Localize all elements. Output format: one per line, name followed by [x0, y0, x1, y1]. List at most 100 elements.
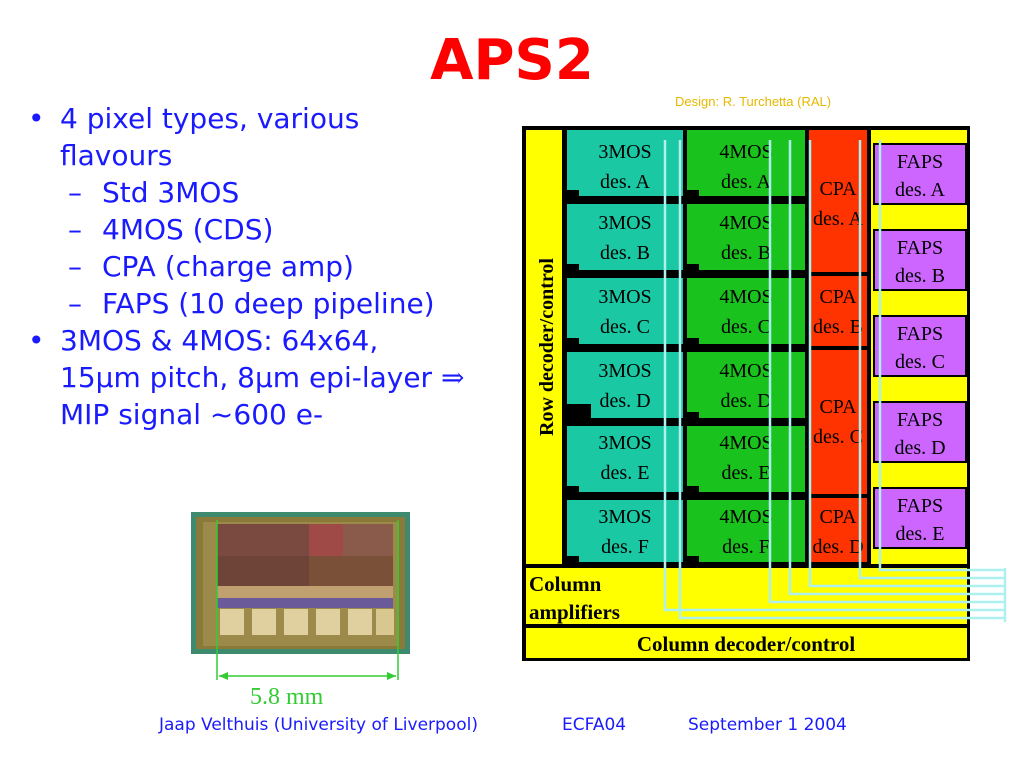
- bullet-dot: •: [28, 324, 45, 357]
- mos3-cell-f: [567, 500, 683, 562]
- mos3-b-l1: 3MOS: [598, 212, 651, 234]
- sub-bullet-dash: –: [68, 213, 82, 246]
- faps-d-l2: des. D: [894, 437, 945, 459]
- mos3-f-l1: 3MOS: [598, 506, 651, 528]
- faps-e-l2: des. E: [896, 523, 945, 545]
- faps-b-l2: des. B: [895, 265, 945, 287]
- mos3-cell-c: [567, 278, 683, 344]
- mos4-f-l2: des. F: [722, 536, 770, 558]
- mos3-c-l1: 3MOS: [598, 286, 651, 308]
- mos3-d-l1: 3MOS: [598, 360, 651, 382]
- sub-bullet-text: 4MOS (CDS): [102, 213, 274, 246]
- sub-bullet: – FAPS (10 deep pipeline): [26, 285, 526, 322]
- sub-bullet: – Std 3MOS: [26, 174, 526, 211]
- mos4-cell-f: [687, 500, 805, 562]
- mos4-column: 4MOS des. A 4MOS des. B 4MOS des. C 4MOS…: [687, 130, 805, 562]
- mos3-c-l2: des. C: [600, 316, 650, 338]
- sub-bullet: – CPA (charge amp): [26, 248, 526, 285]
- mos3-b-l2: des. B: [600, 242, 650, 264]
- footer-conference: ECFA04: [562, 715, 627, 735]
- row-decoder-block: [526, 130, 562, 564]
- sub-bullet-text: FAPS (10 deep pipeline): [102, 287, 435, 320]
- sub-bullet-dash: –: [68, 250, 82, 283]
- faps-a-l2: des. A: [895, 179, 946, 201]
- mos3-cell-a: [567, 130, 683, 196]
- mos4-cell-c: [687, 278, 805, 344]
- faps-column: FAPS des. A FAPS des. B FAPS des. C FAPS…: [873, 143, 967, 549]
- readout-wires: [663, 140, 1007, 622]
- faps-e-l1: FAPS: [897, 495, 943, 517]
- sub-bullet-text: CPA (charge amp): [102, 250, 354, 283]
- footer-date: September 1 2004: [688, 715, 847, 735]
- mos3-a-l1: 3MOS: [598, 141, 651, 163]
- mos4-d-l2: des. D: [720, 390, 771, 412]
- scale-label: 5.8 mm: [250, 684, 324, 710]
- mos3-d-l2: des. D: [599, 390, 650, 412]
- faps-c-l2: des. C: [895, 351, 945, 373]
- mos4-e-l1: 4MOS: [719, 432, 772, 454]
- cpa-c-l1: CPA: [819, 396, 857, 418]
- mos4-b-l1: 4MOS: [719, 212, 772, 234]
- cpa-d-l2: des. D: [812, 536, 863, 558]
- bullet-text-line3: MIP signal ~600 e-: [60, 398, 324, 431]
- bullet-text-cont: flavours: [60, 139, 173, 172]
- cpa-b-l1: CPA: [819, 286, 857, 308]
- mos4-a-l2: des. A: [721, 171, 772, 193]
- bullet-text-line2: 15μm pitch, 8μm epi-layer ⇒: [60, 359, 526, 396]
- column-amplifiers-l1: Column: [529, 572, 602, 596]
- cpa-b-l2: des. B: [813, 316, 863, 338]
- faps-cell-c: [873, 315, 967, 377]
- cpa-a-l1: CPA: [819, 178, 857, 200]
- mos3-cell-e: [567, 426, 683, 492]
- bullet-mos-specs: • 3MOS & 4MOS: 64x64, 15μm pitch, 8μm ep…: [26, 322, 526, 433]
- pitch-value: 15: [60, 361, 96, 394]
- mos3-a-l2: des. A: [600, 171, 651, 193]
- mos4-d-l1: 4MOS: [719, 360, 772, 382]
- sub-bullet-text: Std 3MOS: [102, 176, 240, 209]
- faps-cell-a: [873, 143, 967, 205]
- cpa-c-l2: des. C: [813, 426, 863, 448]
- bullet-text: 4 pixel types, various: [60, 102, 360, 135]
- cpa-column: CPA des. A CPA des. B CPA des. C CPA des…: [809, 130, 867, 562]
- mos4-e-l2: des. E: [722, 462, 771, 484]
- cpa-cell-a: [809, 130, 867, 272]
- faps-cell-d: [873, 401, 967, 463]
- mos4-cell-b: [687, 204, 805, 270]
- mos4-f-l1: 4MOS: [719, 506, 772, 528]
- sub-bullet-dash: –: [68, 287, 82, 320]
- mos3-e-l2: des. E: [601, 462, 650, 484]
- mos3-column: 3MOS des. A 3MOS des. B 3MOS des. C 3MOS…: [567, 130, 683, 562]
- cpa-cell-d: [809, 498, 867, 562]
- cpa-cell-c: [809, 350, 867, 494]
- mos4-c-l2: des. C: [721, 316, 771, 338]
- faps-d-l1: FAPS: [897, 409, 943, 431]
- design-credit: Design: R. Turchetta (RAL): [675, 94, 832, 109]
- bullet-dot: •: [28, 102, 45, 135]
- mos3-f-l2: des. F: [601, 536, 649, 558]
- column-amplifiers-l2: amplifiers: [529, 600, 620, 624]
- mos4-cell-d: [687, 352, 805, 418]
- mos4-c-l1: 4MOS: [719, 286, 772, 308]
- bullet-list: • 4 pixel types, various flavours – Std …: [26, 100, 526, 433]
- faps-c-l1: FAPS: [897, 323, 943, 345]
- sub-bullet-dash: –: [68, 176, 82, 209]
- epi-value: m pitch, 8: [113, 361, 255, 394]
- mu-symbol: μ: [254, 361, 273, 394]
- row-decoder-label: Row decoder/control: [536, 258, 558, 436]
- mu-symbol: μ: [95, 361, 114, 394]
- mos3-cell-b: [567, 204, 683, 270]
- bullet-pixel-types: • 4 pixel types, various flavours: [26, 100, 526, 174]
- faps-cell-b: [873, 229, 967, 291]
- epi-label: m epi-layer: [272, 361, 441, 394]
- faps-a-l1: FAPS: [897, 151, 943, 173]
- mos3-e-l1: 3MOS: [598, 432, 651, 454]
- mos4-b-l2: des. B: [721, 242, 771, 264]
- bullet-text: 3MOS & 4MOS: 64x64,: [60, 324, 379, 357]
- sub-bullet: – 4MOS (CDS): [26, 211, 526, 248]
- mos4-a-l1: 4MOS: [719, 141, 772, 163]
- footer-author: Jaap Velthuis (University of Liverpool): [159, 715, 478, 735]
- slide-title: APS2: [430, 28, 594, 93]
- cpa-cell-b: [809, 276, 867, 346]
- mos4-cell-a: [687, 130, 805, 196]
